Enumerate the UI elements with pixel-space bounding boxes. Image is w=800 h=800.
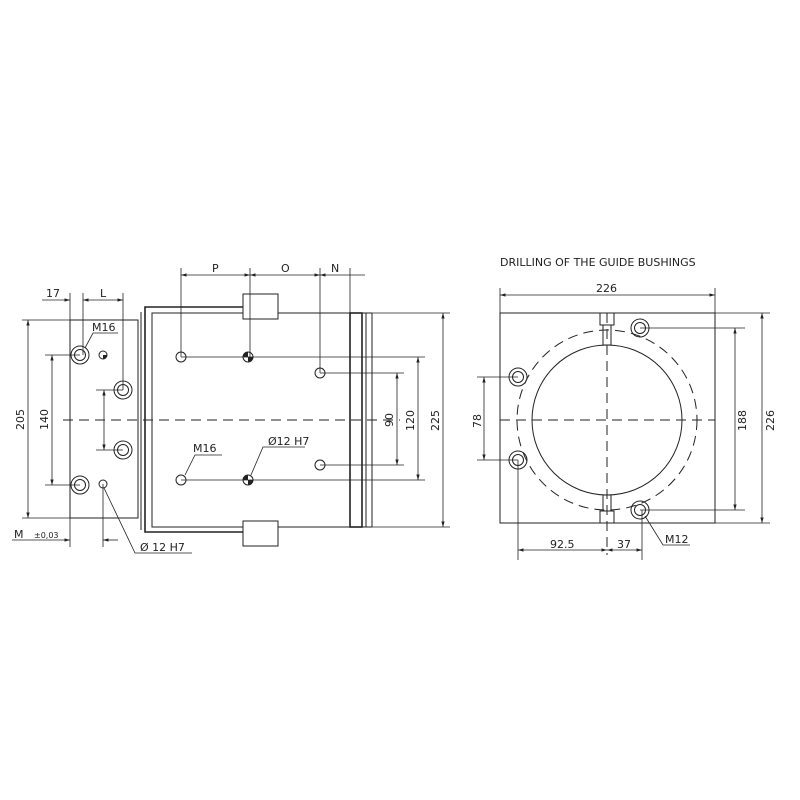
bushing-view: DRILLING OF THE GUIDE BUSHINGS bbox=[471, 256, 777, 560]
dim-P: P bbox=[212, 262, 219, 275]
bushing-holes bbox=[508, 318, 650, 520]
dim-140: 140 bbox=[38, 409, 51, 430]
label-m16-plate: M16 bbox=[92, 321, 116, 334]
dim-37: 37 bbox=[617, 538, 631, 551]
dim-90: 90 bbox=[383, 413, 396, 427]
dim-188: 188 bbox=[736, 410, 749, 431]
dim-226-height: 226 bbox=[764, 410, 777, 431]
dim-225: 225 bbox=[429, 410, 442, 431]
dim-92-5: 92.5 bbox=[550, 538, 575, 551]
dim-N: N bbox=[331, 262, 339, 275]
dim-205: 205 bbox=[14, 409, 27, 430]
label-tolerance: ±0,03 bbox=[34, 531, 59, 540]
end-flange bbox=[349, 312, 363, 528]
label-d12-body: Ø12 H7 bbox=[268, 435, 309, 448]
dim-78: 78 bbox=[471, 414, 484, 428]
label-m12: M12 bbox=[665, 533, 689, 546]
label-m: M bbox=[14, 528, 24, 541]
dim-120: 120 bbox=[404, 410, 417, 431]
bottom-guide-tab bbox=[242, 520, 279, 547]
dim-17: 17 bbox=[46, 287, 60, 300]
bushing-title: DRILLING OF THE GUIDE BUSHINGS bbox=[500, 256, 696, 269]
dim-226-width: 226 bbox=[596, 282, 617, 295]
body-holes bbox=[175, 351, 326, 486]
dim-O: O bbox=[281, 262, 290, 275]
label-m16-body: M16 bbox=[193, 442, 217, 455]
top-guide-tab bbox=[242, 293, 279, 320]
label-d12-plate: Ø 12 H7 bbox=[140, 541, 185, 554]
side-view: 17 L P O N 205 140 90 120 225 M16 M16 Ø1… bbox=[12, 262, 450, 554]
dim-L: L bbox=[100, 287, 107, 300]
